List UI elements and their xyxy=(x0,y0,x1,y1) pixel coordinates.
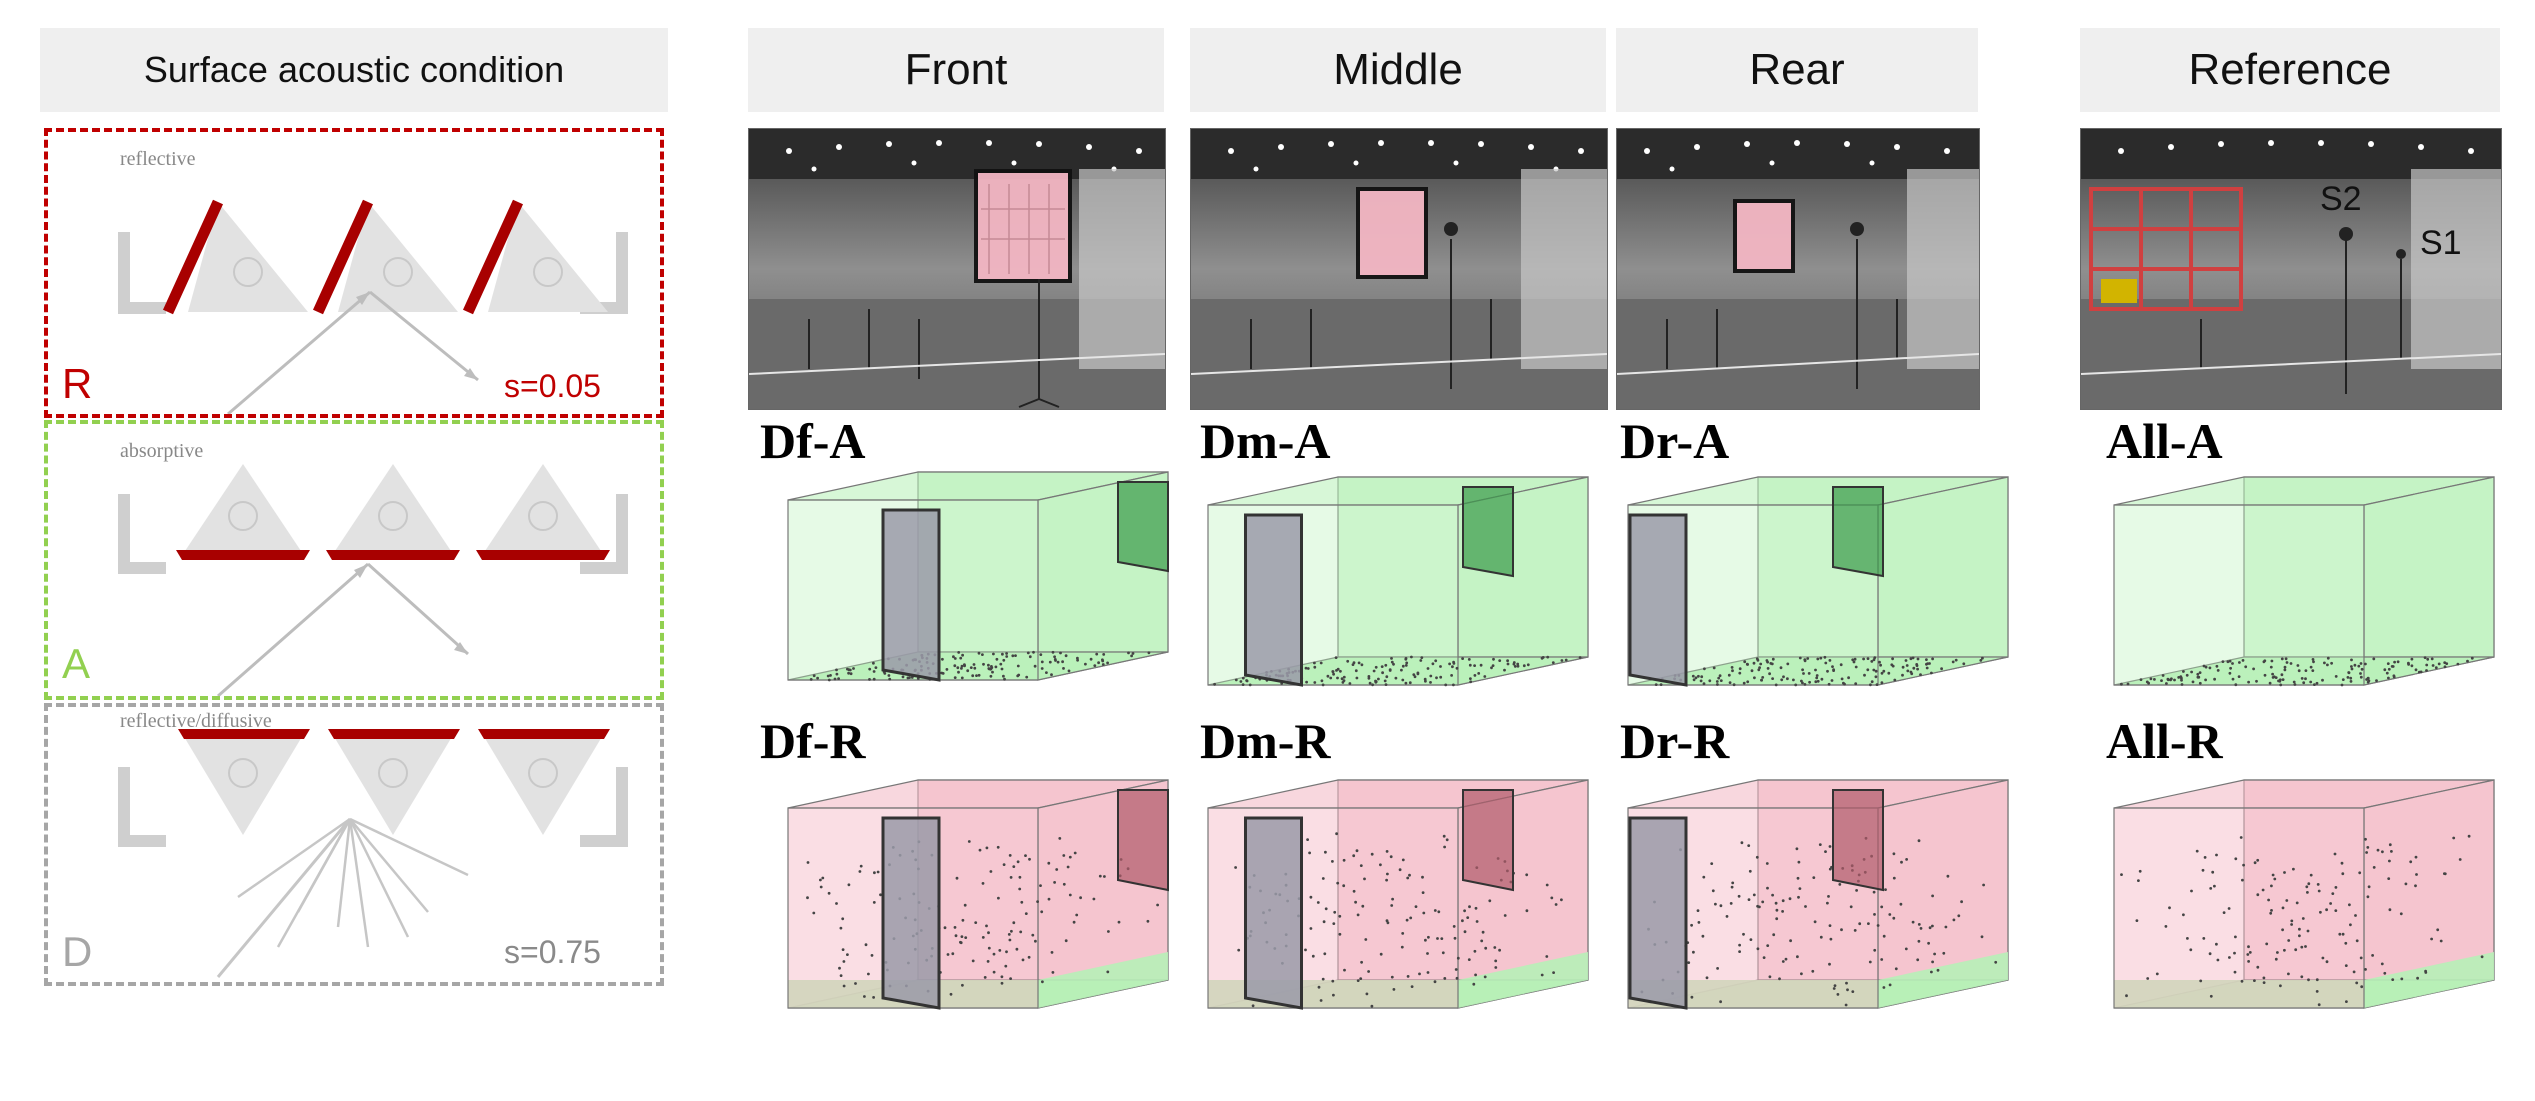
source-label-s2: S2 xyxy=(2320,180,2362,218)
condition-s-r: s=0.05 xyxy=(504,368,601,404)
room-box xyxy=(2113,476,2495,687)
config-label-dm-r: Dm-R xyxy=(1200,713,1331,769)
room-df-r xyxy=(787,779,1169,1010)
surface-condition-header: Surface acoustic condition xyxy=(40,28,668,112)
photo-reference xyxy=(2080,128,2502,410)
absorptive-diagram xyxy=(118,464,628,696)
room-dr-r xyxy=(1627,779,2009,1010)
room-box xyxy=(1627,476,2009,687)
column-header-reference: Reference xyxy=(2080,28,2500,112)
room-dm-r xyxy=(1207,779,1589,1010)
room-dr-a xyxy=(1627,476,2009,687)
column-header-front: Front xyxy=(748,28,1164,112)
diffusive-diagram xyxy=(118,729,628,978)
source-label-s1: S1 xyxy=(2420,224,2462,262)
condition-letter-r: R xyxy=(62,360,93,407)
photo-front xyxy=(748,128,1166,410)
column-header-rear: Rear xyxy=(1616,28,1978,112)
room-df-a xyxy=(787,471,1169,682)
column-header-middle: Middle xyxy=(1190,28,1606,112)
config-label-all-a: All-A xyxy=(2106,413,2223,469)
room-box xyxy=(2113,779,2495,1009)
condition-sub-absorptive: absorptive xyxy=(120,440,204,462)
condition-s-d: s=0.75 xyxy=(504,934,601,970)
config-label-df-r: Df-R xyxy=(760,713,866,769)
room-box xyxy=(787,471,1169,682)
config-label-dr-a: Dr-A xyxy=(1620,413,1730,469)
photo-middle xyxy=(1190,128,1608,410)
reflective-diagram xyxy=(118,199,628,414)
room-box xyxy=(1207,476,1589,687)
config-label-dm-a: Dm-A xyxy=(1200,413,1331,469)
config-label-df-a: Df-A xyxy=(760,413,866,469)
condition-letter-d: D xyxy=(62,928,93,975)
condition-box-reflective xyxy=(44,128,664,418)
config-label-dr-r: Dr-R xyxy=(1620,713,1730,769)
room-dm-a xyxy=(1207,476,1589,687)
photo-rear xyxy=(1616,128,1980,410)
room-box xyxy=(1627,779,2009,1010)
room-all-a xyxy=(2113,476,2495,687)
room-box xyxy=(787,779,1169,1010)
condition-box-diffusive xyxy=(44,703,664,986)
condition-sub-reflective: reflective xyxy=(120,148,196,170)
room-all-r xyxy=(2113,779,2495,1009)
room-box xyxy=(1207,779,1589,1010)
config-label-all-r: All-R xyxy=(2106,713,2223,769)
condition-box-absorptive xyxy=(44,420,664,700)
condition-sub-diffusive: reflective/diffusive xyxy=(120,710,272,732)
condition-letter-a: A xyxy=(62,640,91,687)
